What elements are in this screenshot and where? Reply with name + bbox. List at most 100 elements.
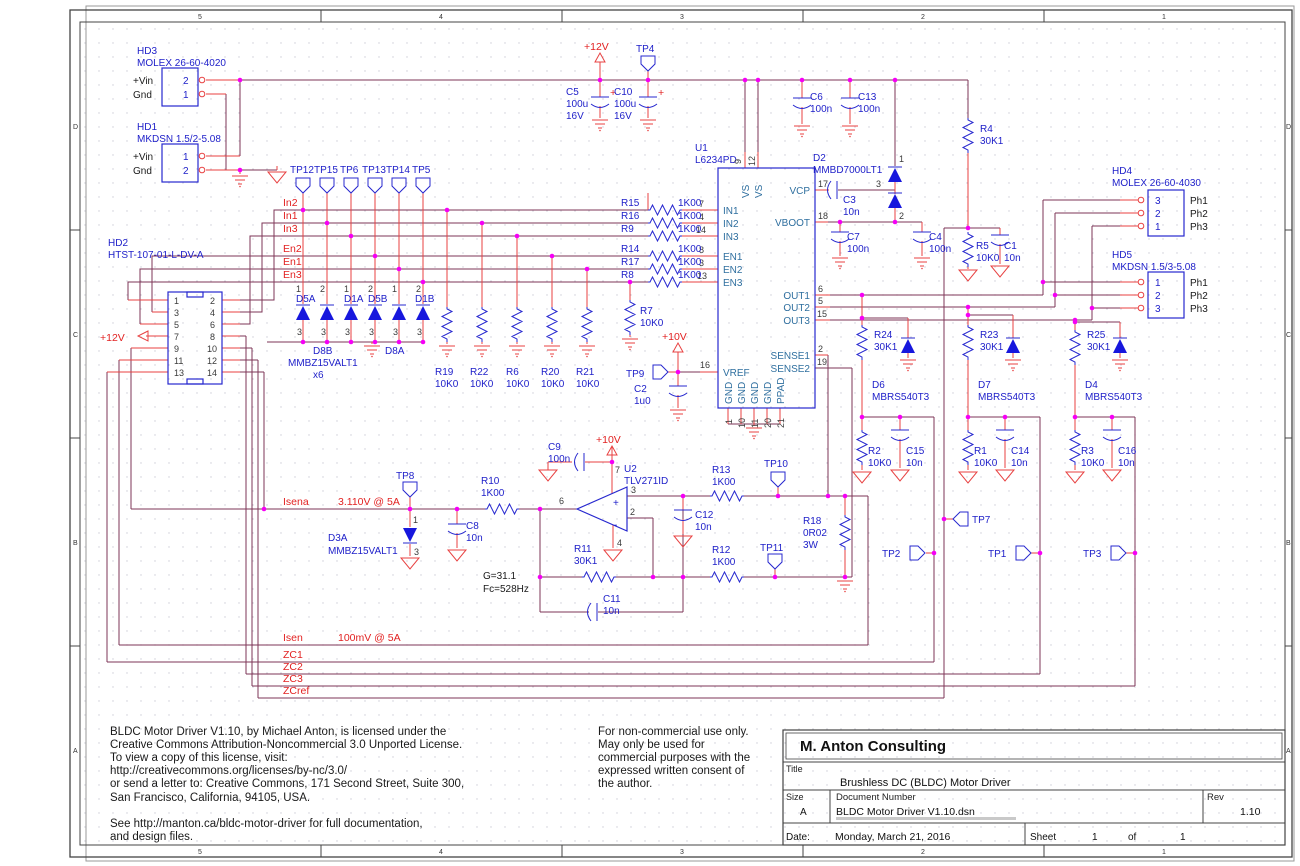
- hd3-vin: +Vin: [133, 76, 153, 87]
- arr-num: 1: [344, 284, 349, 294]
- hd1-part: MKDSN 1.5/2-5.08: [137, 134, 221, 145]
- u1-num: 3: [699, 258, 704, 268]
- sheet-number: 1: [1092, 832, 1098, 843]
- u2-fc-note: Fc=528Hz: [483, 584, 529, 595]
- hd2-pin: 12: [207, 356, 217, 366]
- u1-pin-sense1: SENSE1: [771, 351, 811, 362]
- junction-dots: [237, 77, 1138, 580]
- tp13-label: TP13: [362, 165, 386, 176]
- d8b-ref: D8B: [313, 346, 333, 357]
- r16-val: 1K00: [678, 211, 702, 222]
- u2-num6: 6: [559, 496, 564, 506]
- r5-val: 10K0: [976, 253, 1000, 264]
- c16-ref: C16: [1118, 446, 1137, 457]
- u1-num: 20: [763, 418, 773, 428]
- input-resistors: R15 1K00 R16 1K00 R9 1K00 R14 1K00 R17 1…: [621, 198, 702, 289]
- r10-ref: R10: [481, 476, 500, 487]
- u1-pin-en2: EN2: [723, 265, 743, 276]
- u2-ref: U2: [624, 464, 637, 475]
- r9-ref: R9: [621, 224, 634, 235]
- r7-ref: R7: [640, 306, 653, 317]
- title-block: M. Anton Consulting Title Brushless DC (…: [782, 729, 1286, 846]
- u1-pin-ppad: PPAD: [776, 378, 787, 405]
- d6-part: MBRS540T3: [872, 392, 930, 403]
- r11-val: 30K1: [574, 556, 598, 567]
- tp4-label: TP4: [636, 44, 655, 55]
- p10v-label: +10V: [662, 331, 687, 343]
- r2-val: 10K0: [868, 458, 892, 469]
- hd2-part: HTST-107-01-L-DV-A: [108, 250, 204, 261]
- hd5-ph3: Ph3: [1190, 304, 1208, 315]
- u1-num: 5: [818, 296, 823, 306]
- net-isena-value: 3.110V @ 5A: [338, 496, 400, 508]
- connector-hd5: HD5 MKDSN 1.5/3-5.08 1 2 3 Ph1 Ph2 Ph3: [1112, 250, 1208, 319]
- u2-gain-note: G=31.1: [483, 571, 517, 582]
- c7-val: 100n: [847, 244, 869, 255]
- hd1-gnd: Gnd: [133, 166, 152, 177]
- hd5-pin: 1: [1155, 278, 1161, 289]
- c10-plus: +: [658, 87, 664, 99]
- r3-val: 10K0: [1081, 458, 1105, 469]
- col-label: 3: [680, 849, 684, 856]
- r5-ref: R5: [976, 241, 989, 252]
- c13-ref: C13: [858, 92, 877, 103]
- r13-ref: R13: [712, 465, 731, 476]
- c3-val: 10n: [843, 207, 860, 218]
- net-labels-inputs: In2 In1 In3 En2 En1 En3: [283, 197, 302, 281]
- license-text: BLDC Motor Driver V1.10, by Michael Anto…: [110, 726, 465, 843]
- u1-pin-sense2: SENSE2: [771, 364, 811, 375]
- c10-val: 100u: [614, 99, 636, 110]
- size-value: A: [800, 807, 807, 818]
- tp6-label: TP6: [340, 165, 359, 176]
- net-en2: En2: [283, 243, 302, 255]
- hd3-part: MOLEX 26-60-4020: [137, 58, 226, 69]
- r12-ref: R12: [712, 545, 731, 556]
- net-zc2: ZC2: [283, 661, 303, 673]
- diode-array: 1 2 1 2 1 2 D5A D1A D5B D1B 3 3 3 3 3 3 …: [288, 284, 435, 381]
- net-in3: In3: [283, 223, 298, 235]
- phase-col-2: R23 30K1 D7 MBRS540T3 R1 10K0 C14 10n: [961, 325, 1036, 469]
- c10-volt: 16V: [614, 111, 632, 122]
- row-label: B: [73, 540, 78, 547]
- r17-val: 1K00: [678, 257, 702, 268]
- u1-pin-out3: OUT3: [783, 316, 810, 327]
- connector-hd3: HD3 MOLEX 26-60-4020 +Vin Gnd 2 1: [133, 46, 226, 107]
- u1-pin-in1: IN1: [723, 206, 739, 217]
- u1-num: 2: [818, 344, 823, 354]
- r3-ref: R3: [1081, 446, 1094, 457]
- col-label: 2: [921, 14, 925, 21]
- hd5-ref: HD5: [1112, 250, 1132, 261]
- c8-ref: C8: [466, 521, 479, 532]
- r24-ref: R24: [874, 330, 893, 341]
- u1-num: 19: [817, 357, 827, 367]
- hd2-pin: 2: [210, 296, 215, 306]
- opamp-u2: U2 TLV271ID + - 7 6 3 2 4 G=31.1 Fc=528H…: [483, 464, 668, 595]
- c14-val: 10n: [1011, 458, 1028, 469]
- r1-ref: R1: [974, 446, 987, 457]
- r4-ref: R4: [980, 124, 993, 135]
- hd2-pin: 4: [210, 308, 215, 318]
- u1-part: L6234PD: [695, 155, 737, 166]
- c10-ref: C10: [614, 87, 633, 98]
- d2-ref: D2: [813, 153, 826, 164]
- hd3-gnd: Gnd: [133, 90, 152, 101]
- p12v-left-arrow-icon: [136, 330, 149, 342]
- d4-part: MBRS540T3: [1085, 392, 1143, 403]
- hd2-pin: 11: [174, 356, 183, 366]
- col-label: 4: [439, 14, 443, 21]
- u2-part: TLV271ID: [624, 476, 668, 487]
- c1-ref: C1: [1004, 241, 1017, 252]
- connector-hd4: HD4 MOLEX 26-60-4030 3 2 1 Ph1 Ph2 Ph3: [1112, 166, 1208, 237]
- row-label: C: [73, 332, 78, 339]
- sheet-label: Sheet: [1030, 832, 1056, 843]
- r8-ref: R8: [621, 270, 634, 281]
- tp10-label: TP10: [764, 459, 788, 470]
- cap-c4: C4 100n: [912, 231, 951, 255]
- row-label: C: [1286, 332, 1291, 339]
- u1-ref: U1: [695, 143, 708, 154]
- d3a-num3: 3: [414, 547, 419, 557]
- hd5-pin: 3: [1155, 304, 1161, 315]
- c15-ref: C15: [906, 446, 925, 457]
- net-in1: In1: [283, 210, 298, 222]
